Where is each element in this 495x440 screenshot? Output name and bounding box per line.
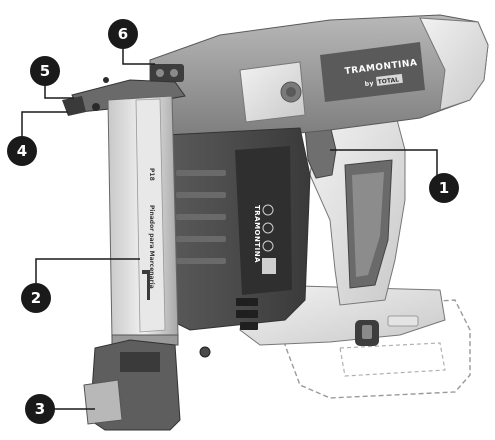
callout-5: 5 xyxy=(30,56,60,86)
battery-outline xyxy=(284,299,471,399)
callout-3: 3 xyxy=(25,394,55,424)
nose-tip xyxy=(83,334,211,431)
callout-6: 6 xyxy=(108,19,138,49)
magazine: Pinador para Marcenaria P18 xyxy=(107,95,179,341)
leader-line-4 xyxy=(21,111,68,137)
callout-1-number: 1 xyxy=(439,179,449,197)
side-panel: TRAMONTINA xyxy=(164,127,311,331)
callout-1: 1 xyxy=(429,173,459,203)
leader-line-5 xyxy=(44,84,74,99)
callout-2: 2 xyxy=(21,283,51,313)
brand-sub-prefix: by xyxy=(364,80,374,88)
nose-head xyxy=(62,77,186,116)
callout-2-number: 2 xyxy=(31,289,41,307)
brand-sub-logo: TOTAL xyxy=(377,76,399,86)
callout-4-number: 4 xyxy=(17,142,27,160)
callout-5-number: 5 xyxy=(40,62,50,80)
main-body: TRAMONTINA by TOTAL xyxy=(149,14,489,141)
leader-line-6 xyxy=(122,48,155,65)
callout-6-number: 6 xyxy=(118,25,128,43)
leader-line-2 xyxy=(35,258,140,283)
panel-brand: TRAMONTINA xyxy=(253,205,261,263)
callout-3-number: 3 xyxy=(35,400,45,418)
magazine-code: P18 xyxy=(148,168,155,181)
trigger xyxy=(304,124,337,179)
leader-line-1 xyxy=(330,149,438,183)
callout-4: 4 xyxy=(7,136,37,166)
leader-lines xyxy=(21,48,438,410)
magazine-label: Pinador para Marcenaria xyxy=(148,205,155,289)
